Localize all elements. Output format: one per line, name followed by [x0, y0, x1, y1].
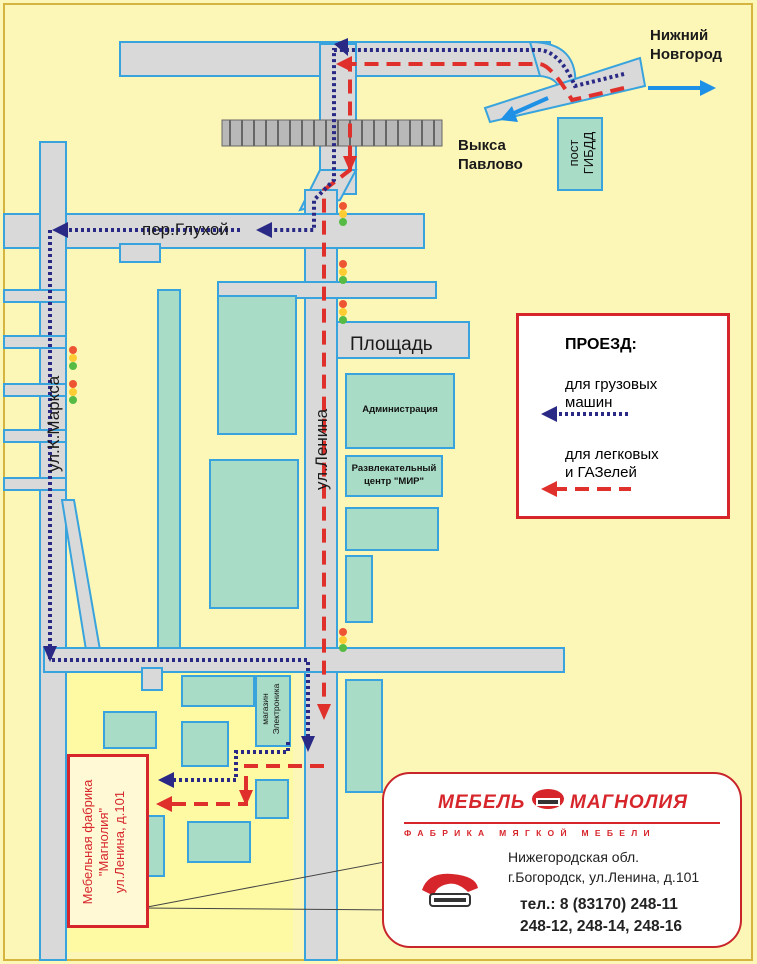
tagline: ФАБРИКА МЯГКОЙ МЕБЕЛИ: [404, 828, 656, 838]
label-admin: Администрация: [362, 404, 438, 415]
building-f3: [181, 721, 229, 767]
route-cars: [170, 62, 625, 806]
traffic-light: [339, 260, 347, 284]
building-e4: [345, 555, 373, 623]
legend-lines: [541, 406, 631, 497]
legend: ПРОЕЗД: для грузовых машин для легковых …: [516, 313, 730, 519]
pointer-lines: [141, 855, 417, 911]
road-lenina: [304, 189, 338, 961]
direction-arrows: [500, 80, 716, 122]
label-ploshchad: Площадь: [350, 334, 433, 355]
building-n1: [217, 295, 297, 435]
traffic-lights: [69, 202, 347, 652]
phone: тел.: 8 (83170) 248-11 248-12, 248-14, 2…: [520, 896, 683, 935]
route-trucks: [48, 48, 625, 782]
road-marksa: [39, 141, 67, 961]
label-mir: Развлекательный центр "МИР": [351, 463, 437, 487]
traffic-light: [69, 380, 77, 404]
legend-cars: для легковых и ГАЗелей: [565, 446, 659, 481]
building-shop: [255, 675, 291, 747]
building-n2: [209, 459, 299, 609]
brand-left: МЕБЕЛЬ: [438, 792, 526, 813]
brand-divider: [404, 822, 720, 824]
route-cars-arrows: [156, 56, 357, 812]
business-card: МЕБЕЛЬ МАГНОЛИЯ ФАБРИКА МЯГКОЙ МЕБЕЛИ Ни…: [382, 772, 742, 948]
address: Нижегородская обл. г.Богородск, ул.Ленин…: [508, 849, 700, 885]
building-e5: [345, 679, 383, 793]
factory-label: Мебельная фабрика "Магнолия" ул.Ленина, …: [80, 779, 127, 905]
label-lenina: ул.Ленина: [312, 408, 331, 490]
label-nizhny: Нижний Новгород: [650, 27, 723, 63]
building-f6: [187, 821, 251, 863]
traffic-light: [339, 628, 347, 652]
legend-trucks: для грузовых машин: [565, 376, 658, 411]
brand-right: МАГНОЛИЯ: [570, 792, 689, 813]
building-admin: [345, 373, 455, 449]
legend-truck-arrow: [541, 406, 557, 422]
road-to-nizhny: [483, 56, 647, 124]
logo-icon: [532, 789, 564, 809]
legend-title: ПРОЕЗД:: [565, 336, 637, 353]
traffic-light: [339, 300, 347, 324]
road-glukhoy-stub: [119, 243, 161, 263]
label-glukhoy: пер.Глухой: [142, 220, 229, 239]
building-f1: [181, 675, 255, 707]
factory-box: Мебельная фабрика "Магнолия" ул.Ленина, …: [67, 754, 149, 928]
label-marksa: ул.К.Маркса: [44, 375, 63, 472]
building-gibdd: [557, 117, 603, 191]
label-shop: магазин Электроника: [260, 683, 281, 735]
traffic-light: [69, 346, 77, 370]
road-west-4: [3, 429, 67, 443]
road-west-2: [3, 335, 67, 349]
road-ploshchad: [336, 321, 470, 359]
road-south-stub: [141, 667, 163, 691]
route-trucks-arrows: [43, 38, 348, 788]
label-vyksa: Выкса Павлово: [458, 137, 523, 173]
building-f5: [255, 779, 289, 819]
legend-car-arrow: [541, 481, 557, 497]
railway-ties: [229, 120, 435, 146]
buildings: [103, 117, 603, 877]
label-gibdd: пост ГИБДД: [566, 131, 596, 175]
road-east-1: [217, 281, 437, 299]
sofa-logo-icon: [422, 873, 478, 907]
road-west-5: [3, 477, 67, 491]
building-long: [157, 289, 181, 649]
road-diagonal: [60, 499, 102, 651]
road-west-1: [3, 289, 67, 303]
traffic-light: [339, 202, 347, 226]
building-f2: [103, 711, 157, 749]
building-e3: [345, 507, 439, 551]
building-mir: [345, 455, 443, 497]
